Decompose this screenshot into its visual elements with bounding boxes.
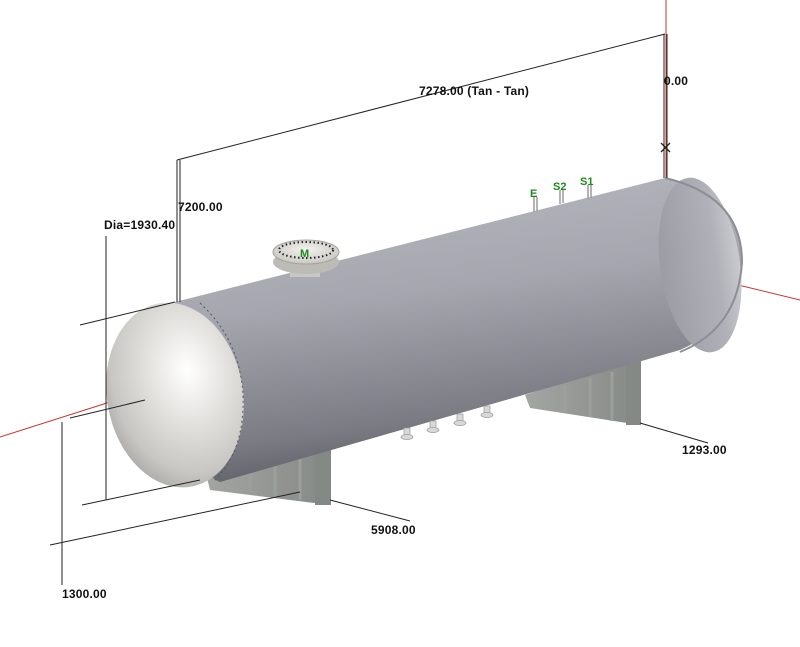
global-axes xyxy=(0,0,800,438)
manhole-nozzle[interactable] xyxy=(272,239,340,277)
vessel-shell[interactable] xyxy=(175,172,752,482)
dimension-lines xyxy=(49,33,709,585)
dimension-diameter: Dia=1930.40 xyxy=(104,218,176,232)
nozzle-tag-e[interactable]: E xyxy=(530,188,538,200)
dim-left-saddle-leader xyxy=(329,499,411,522)
dimension-elevation-top: 7200.00 xyxy=(178,200,223,214)
dimension-top-zero: 0.00 xyxy=(664,74,689,88)
saddle-right[interactable] xyxy=(525,345,641,425)
dim-right-saddle-leader xyxy=(639,422,709,444)
nozzle-tag-s1[interactable]: S1 xyxy=(580,176,594,188)
top-nozzles[interactable] xyxy=(533,185,592,212)
bottom-nozzles[interactable] xyxy=(400,405,494,440)
axis-left-horizontal xyxy=(0,401,111,438)
nozzle-tag-manhole[interactable]: M xyxy=(300,248,310,260)
dim-tan-tan-horizontal xyxy=(176,33,666,161)
dimension-tan-tan: 7278.00 (Tan - Tan) xyxy=(419,84,530,98)
dimension-right-saddle: 1293.00 xyxy=(682,443,727,457)
dimension-bottom-elevation: 1300.00 xyxy=(62,587,107,601)
axis-right-horizontal xyxy=(729,282,800,301)
nozzle-tag-s2[interactable]: S2 xyxy=(553,181,567,193)
vessel-left-head[interactable] xyxy=(92,292,258,499)
dimension-left-saddle: 5908.00 xyxy=(371,523,416,537)
